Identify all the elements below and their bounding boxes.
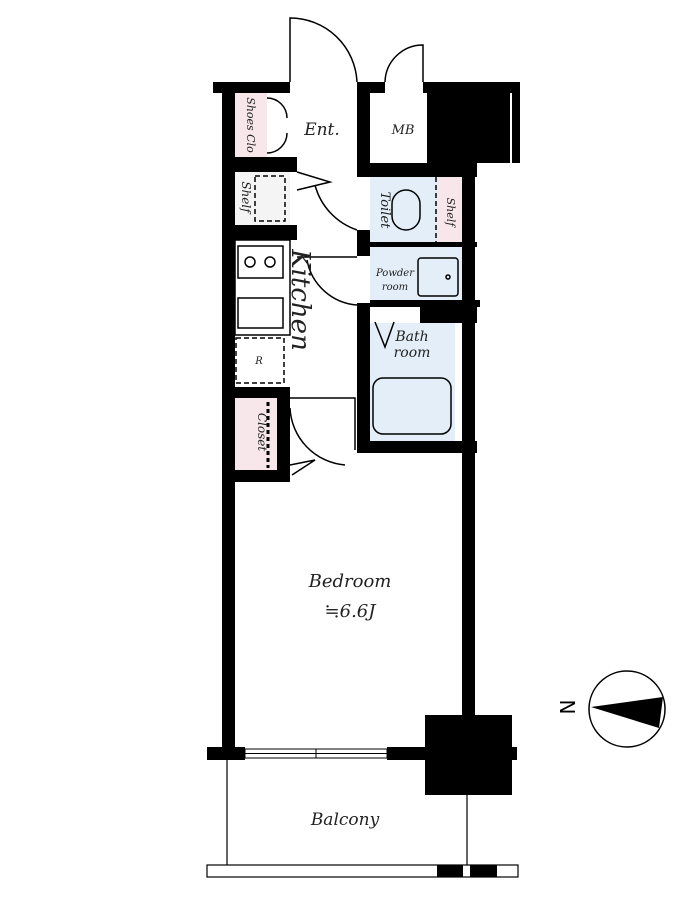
label-kitchen-shelf: Shelf [239, 181, 253, 215]
toilet-shelf-area [437, 177, 462, 242]
label-refrigerator: R [254, 356, 263, 367]
kitchen-sink [237, 297, 284, 329]
powder-room-area [370, 247, 462, 300]
sink [417, 257, 459, 297]
shoes-closet-doors [266, 97, 288, 154]
label-meter-box: MB [391, 123, 415, 138]
label-bedroom-size: ≒6.6J [325, 601, 378, 622]
shelf-dashed [254, 175, 286, 222]
entrance-door [289, 17, 358, 83]
bathtub [372, 377, 452, 435]
shoes-closet-area [235, 93, 267, 157]
label-bath-room: Bath [394, 329, 428, 345]
bedroom-door [289, 397, 356, 466]
closet-door [289, 459, 316, 476]
meter-box-door [384, 44, 424, 83]
compass-needle [591, 697, 663, 728]
stove [237, 245, 284, 279]
label-powder-room-2: room [382, 282, 408, 293]
label-bedroom: Bedroom [308, 571, 392, 592]
label-powder-room: Powder [375, 268, 415, 279]
compass: N [555, 670, 666, 748]
label-closet: Closet [255, 413, 269, 452]
kitchen-shelf-area [235, 172, 290, 225]
balcony [206, 760, 519, 878]
label-entrance: Ent. [303, 120, 340, 140]
label-toilet-shelf: Shelf [444, 198, 457, 229]
toilet-bowl [391, 189, 421, 231]
powder-door [297, 256, 358, 306]
fixtures [234, 17, 459, 476]
walls [207, 82, 520, 877]
compass-north-label: N [555, 700, 579, 715]
label-balcony: Balcony [310, 810, 380, 830]
closet-area [235, 398, 277, 470]
label-toilet: Toilet [377, 192, 392, 229]
label-kitchen: Kitchen [285, 248, 315, 351]
label-shoes-closet: Shoes Clo [244, 97, 257, 153]
bedroom-window [244, 748, 388, 759]
refrigerator [235, 337, 285, 384]
hall-door [296, 171, 358, 231]
label-bath-room-2: room [394, 345, 431, 361]
